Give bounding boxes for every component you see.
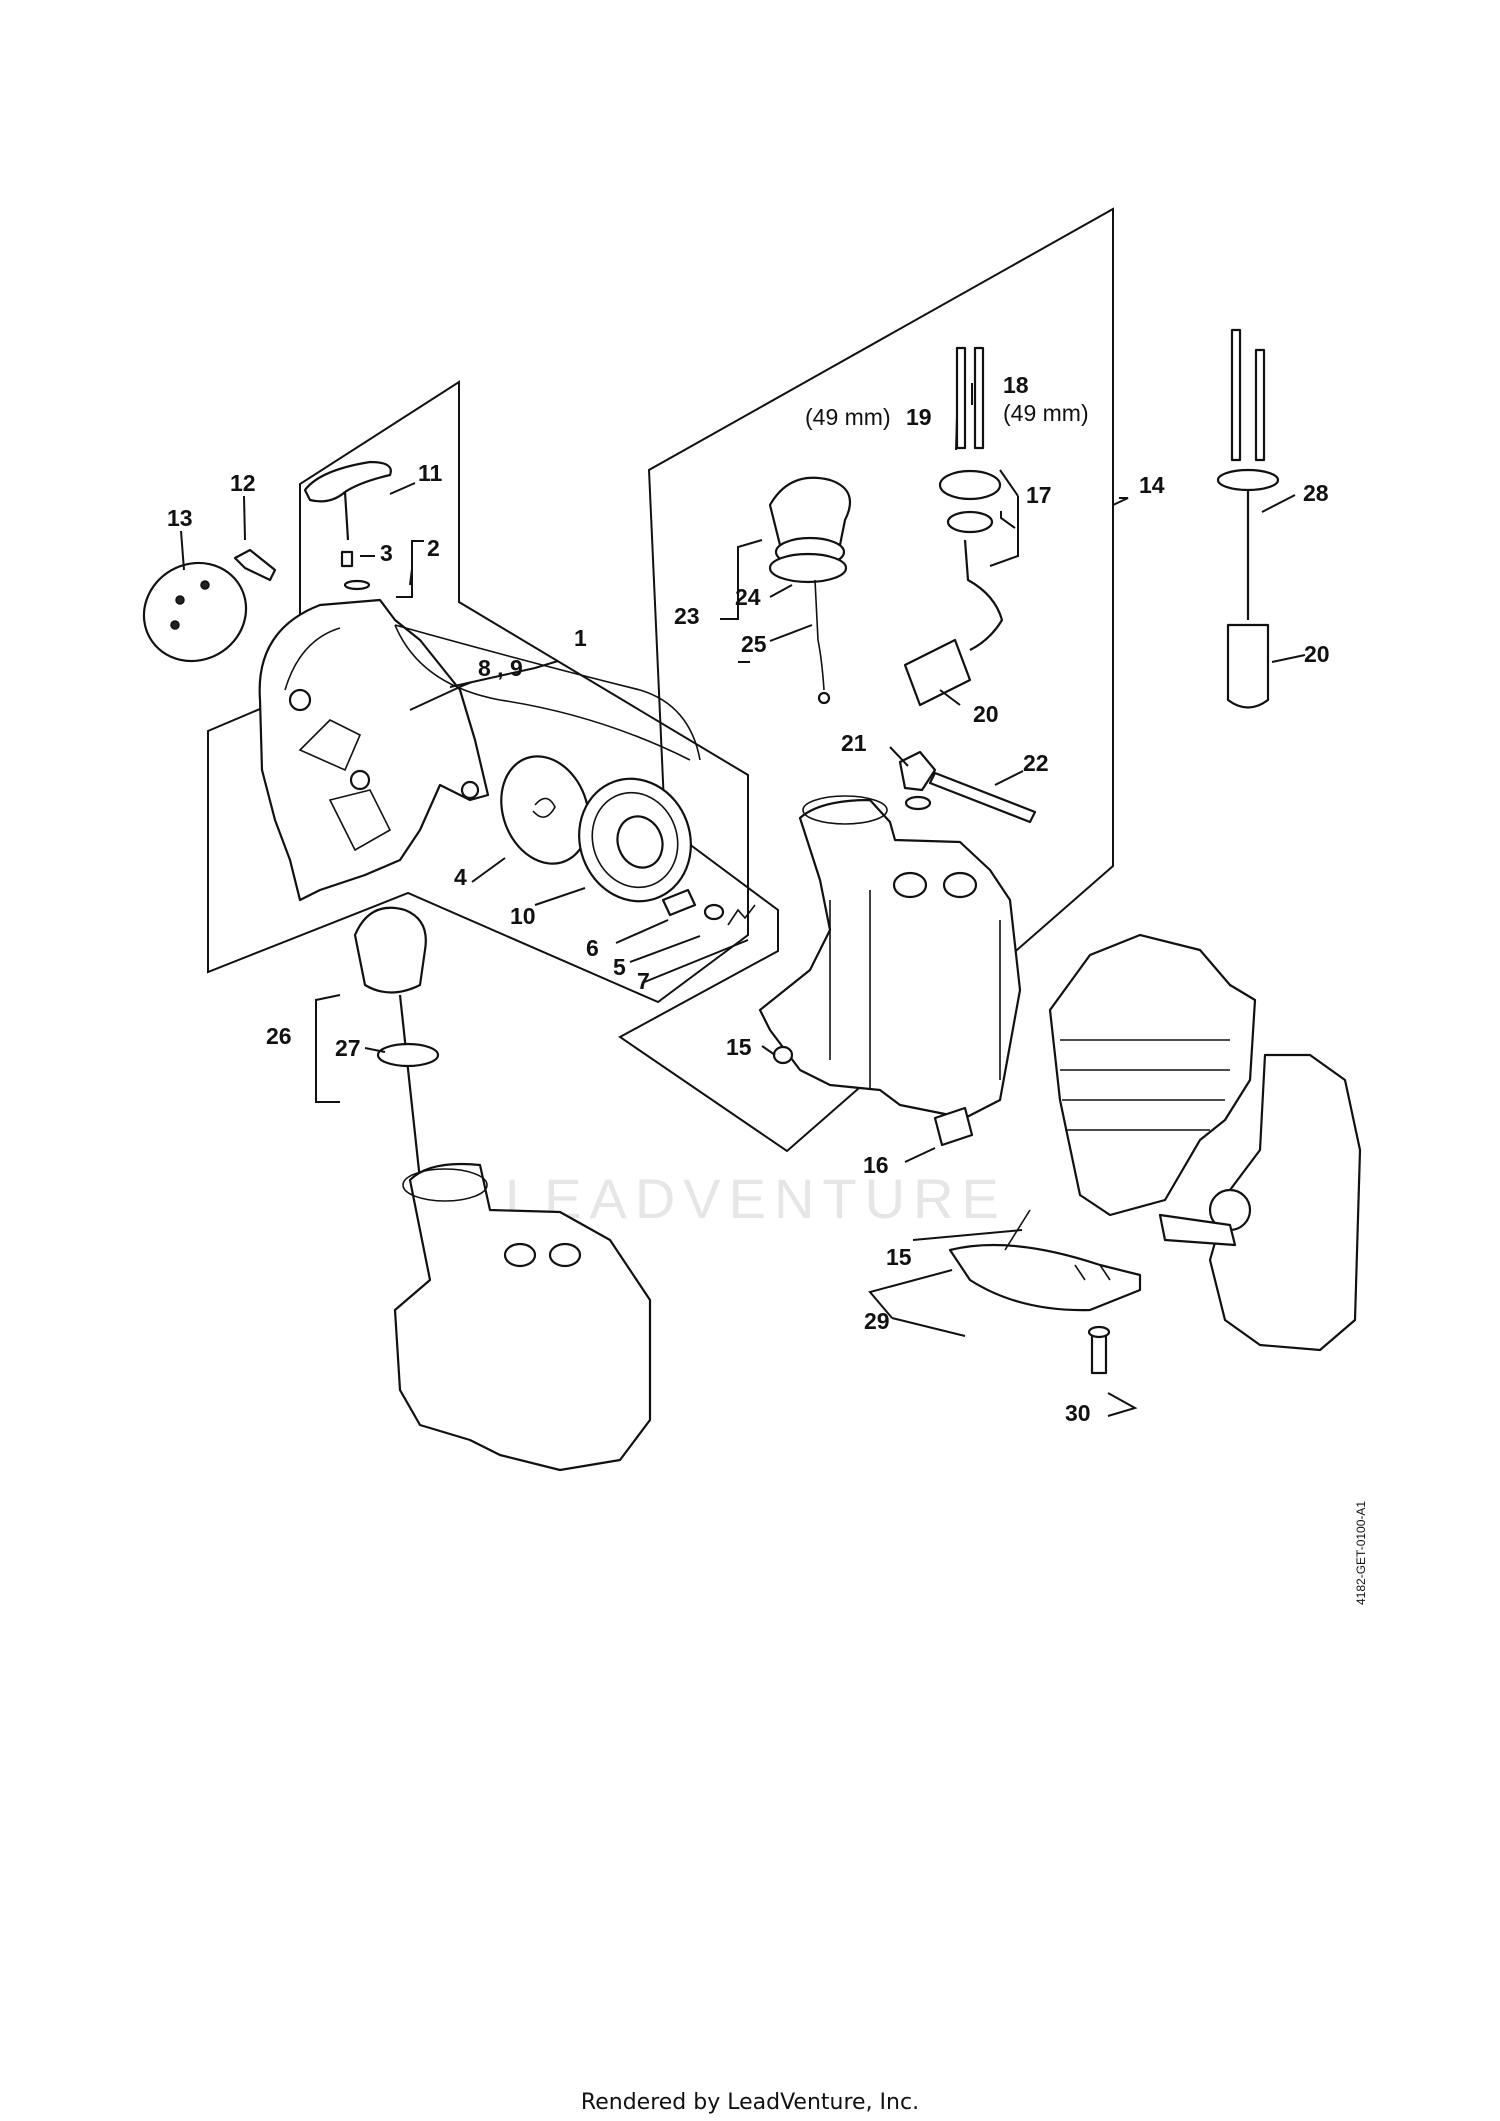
bushing-15-icon: [772, 1045, 794, 1065]
callout-30: 30: [1065, 1400, 1091, 1426]
fuel-filter-a-icon: [903, 638, 972, 707]
callout-15a: 15: [726, 1034, 752, 1060]
callout-25: 25: [741, 631, 767, 657]
callout-14: 14: [1139, 472, 1165, 498]
leader-lines: [180, 383, 1306, 1417]
callout-10: 10: [510, 903, 536, 929]
valve-21-icon: [898, 750, 937, 811]
callout-17: 17: [1026, 482, 1052, 508]
screw-30-icon: [1087, 1325, 1111, 1375]
o-ring-27-icon: [376, 1042, 440, 1068]
callout-20b: 20: [1304, 641, 1330, 667]
callout-13: 13: [167, 505, 193, 531]
length-note-19: (49 mm): [805, 404, 891, 430]
starter-housing-icon: [258, 598, 490, 902]
fuel-tank-icon: [758, 795, 1022, 1120]
pin-22-icon: [928, 771, 1037, 824]
fuel-hoses-icon: [955, 346, 985, 450]
length-note-18: (49 mm): [1003, 400, 1089, 426]
callout-27: 27: [335, 1035, 361, 1061]
spring-clip-icon: [727, 904, 756, 926]
callout-19: 19: [906, 404, 932, 430]
callout-11: 11: [418, 460, 443, 486]
callout-1: 1: [574, 625, 587, 651]
callout-28: 28: [1303, 480, 1329, 506]
fuel-pickup-icon: [938, 469, 1004, 651]
callout-26: 26: [266, 1023, 292, 1049]
grip-sleeve-icon: [340, 550, 371, 591]
pulley-icon: [578, 777, 692, 903]
fuel-filter-b-icon: [1226, 623, 1270, 709]
pawl-icon: [661, 888, 697, 917]
engine-icon: [1048, 933, 1362, 1352]
fuel-cap-icon: [768, 476, 852, 568]
starter-grip-icon: [303, 460, 392, 541]
callout-15b: 15: [886, 1244, 912, 1270]
callout-22: 22: [1023, 750, 1049, 776]
rope-icon: [394, 624, 701, 761]
bushing-16-icon: [933, 1106, 974, 1147]
washer-icon: [703, 903, 725, 921]
callout-5: 5: [613, 954, 626, 980]
callout-3: 3: [380, 540, 393, 566]
callout-20a: 20: [973, 701, 999, 727]
o-ring-24-icon: [768, 552, 848, 584]
callout-12: 12: [230, 470, 256, 496]
footer-credit: Rendered by LeadVenture, Inc.: [580, 2090, 920, 2115]
tank-cap-26-icon: [353, 906, 427, 1181]
rope-rotor-icon: [500, 755, 590, 865]
callout-7: 7: [637, 968, 650, 994]
screw-12-icon: [233, 548, 277, 582]
callout-2: 2: [427, 535, 440, 561]
spare-tank-icon: [393, 1162, 652, 1472]
callout-24: 24: [735, 584, 761, 610]
cover-disc-icon: [142, 561, 248, 663]
callout-23: 23: [674, 603, 700, 629]
watermark-text: LEADVENTURE: [505, 1167, 1007, 1230]
callout-6: 6: [586, 935, 599, 961]
callout-8-9: 8 , 9: [478, 655, 523, 681]
callout-21: 21: [841, 730, 867, 756]
callout-16: 16: [863, 1152, 889, 1178]
callout-18: 18: [1003, 372, 1029, 398]
callout-4: 4: [454, 864, 467, 890]
callout-29: 29: [864, 1308, 890, 1334]
drawing-code: 4182-GET-0100-A1: [1354, 1501, 1368, 1605]
retainer-25-icon: [814, 579, 831, 705]
fuel-pickup-28-icon: [1216, 328, 1280, 620]
